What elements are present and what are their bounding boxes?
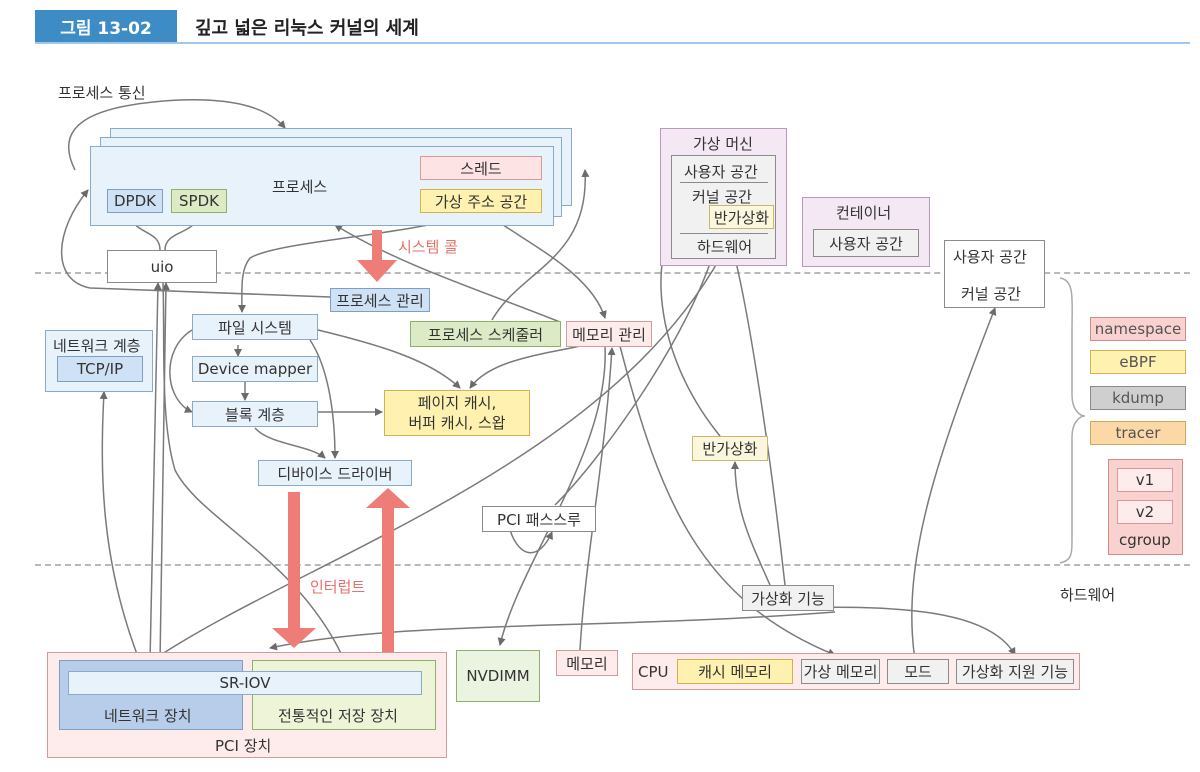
vm-hardware: 하드웨어 [697,238,753,256]
virt-support-box: 가상화 지원 기능 [956,659,1074,684]
spdk-box: SPDK [171,189,227,213]
tracer-box: tracer [1090,421,1186,445]
syscall-arrow-head [357,260,397,282]
network-layer-label: 네트워크 계층 [53,337,141,355]
figure-number: 그림 13-02 [60,18,152,39]
memory-manager-box: 메모리 관리 [566,321,652,347]
memory-box: 메모리 [556,650,618,676]
kdump-box: kdump [1090,386,1186,410]
uio-box: uio [107,250,217,283]
scheduler-box: 프로세스 스케줄러 [410,321,561,347]
interrupt-down-head [272,628,316,648]
user-space-label: 사용자 공간 [953,248,1027,266]
interrupt-label: 인터럽트 [310,578,366,596]
thread-box: 스레드 [420,156,542,180]
interrupt-up-arrow [382,508,394,656]
syscall-label: 시스템 콜 [398,238,458,256]
network-device-label: 네트워크 장치 [104,707,192,725]
storage-label: 전통적인 저장 장치 [278,707,398,725]
cgroup-v1-box: v1 [1117,468,1173,492]
page-cache-box: 페이지 캐시, 버퍼 캐시, 스왑 [384,390,530,436]
filesystem-box: 파일 시스템 [192,314,318,340]
vm-label: 가상 머신 [693,135,753,153]
container-label: 컨테이너 [836,204,892,222]
paravirt-box: 반가상화 [692,436,768,461]
sriov-box: SR-IOV [68,671,422,695]
interrupt-down-arrow [288,492,300,632]
vm-user-space: 사용자 공간 [684,163,758,181]
namespace-box: namespace [1090,317,1186,341]
virtual-memory-box: 가상 메모리 [801,659,880,684]
figure-number-badge: 그림 13-02 [35,10,177,42]
user-kernel-divider [35,272,1190,274]
kernel-hardware-divider [35,564,1190,566]
process-manager-box: 프로세스 관리 [330,288,430,312]
interrupt-up-head [366,488,410,508]
tcpip-box: TCP/IP [57,356,143,382]
vm-divider-2 [680,233,768,234]
kernel-space-label: 커널 공간 [961,285,1021,303]
cpu-label: CPU [638,663,669,681]
page-cache-label: 페이지 캐시, 버퍼 캐시, 스왑 [408,394,506,432]
virt-feature-box: 가상화 기능 [742,585,834,611]
cache-memory-box: 캐시 메모리 [677,659,793,684]
nvdimm-box: NVDIMM [456,650,540,702]
header-rule [35,42,1190,44]
cgroup-label: cgroup [1119,531,1171,549]
vm-paravirt-box: 반가상화 [709,205,774,229]
vaddr-box: 가상 주소 공간 [420,189,542,213]
ebpf-box: eBPF [1090,350,1186,374]
hardware-label: 하드웨어 [1060,586,1116,604]
pci-passthrough-box: PCI 패스스루 [482,506,596,532]
cgroup-v2-box: v2 [1117,500,1173,524]
ipc-arrow [67,99,286,171]
ipc-label: 프로세스 통신 [58,84,146,102]
process-label: 프로세스 [272,178,328,196]
dpdk-box: DPDK [107,189,163,213]
vm-divider-1 [680,182,768,183]
space-box [944,240,1045,308]
procmgmt-to-process [60,189,331,298]
mode-box: 모드 [887,659,949,684]
pci-device-label: PCI 장치 [215,737,272,755]
syscall-arrow [372,230,382,264]
vm-kernel-space: 커널 공간 [692,188,752,206]
device-driver-box: 디바이스 드라이버 [258,460,412,486]
block-layer-box: 블록 계층 [192,401,318,427]
devmapper-box: Device mapper [192,356,318,382]
container-user-space: 사용자 공간 [813,229,919,257]
figure-title: 깊고 넓은 리눅스 커널의 세계 [195,18,419,39]
